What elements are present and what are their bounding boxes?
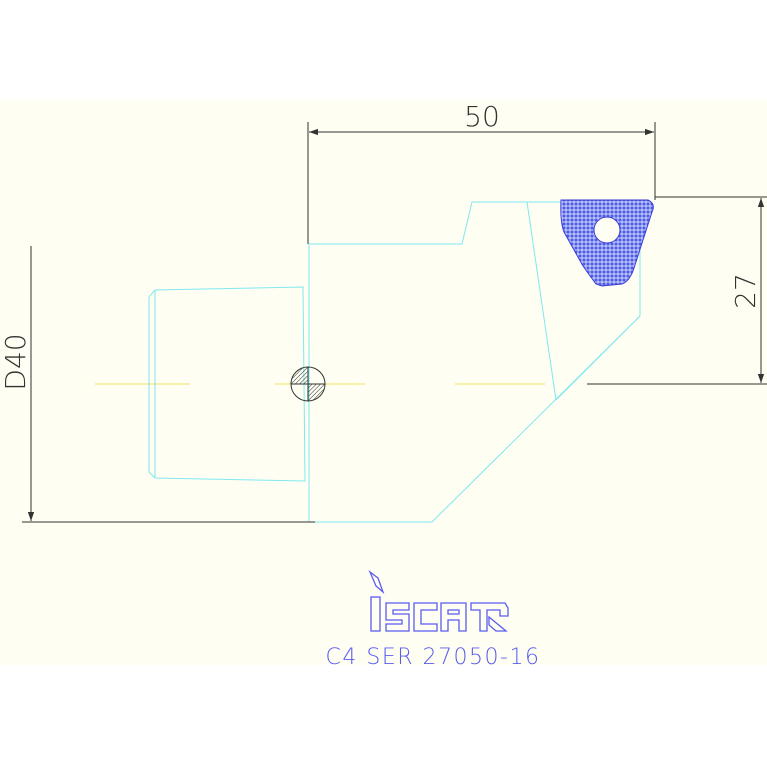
dimension-width-label: 50 — [464, 100, 500, 133]
dimension-height-label: 27 — [729, 273, 762, 309]
dimension-width — [307, 122, 656, 244]
dimension-height — [587, 196, 767, 385]
tool-shank — [148, 286, 306, 482]
dimension-diameter — [22, 246, 315, 523]
iscar-logo-icon — [368, 570, 509, 632]
center-mark-symbol — [290, 366, 326, 402]
tool-head-body — [308, 201, 641, 523]
insert-hole — [593, 216, 621, 244]
product-code-label: C4 SER 27050-16 — [326, 645, 541, 670]
drawing-sheet — [0, 100, 767, 665]
dimension-diameter-label: D40 — [0, 333, 32, 390]
cutting-insert — [560, 199, 654, 287]
